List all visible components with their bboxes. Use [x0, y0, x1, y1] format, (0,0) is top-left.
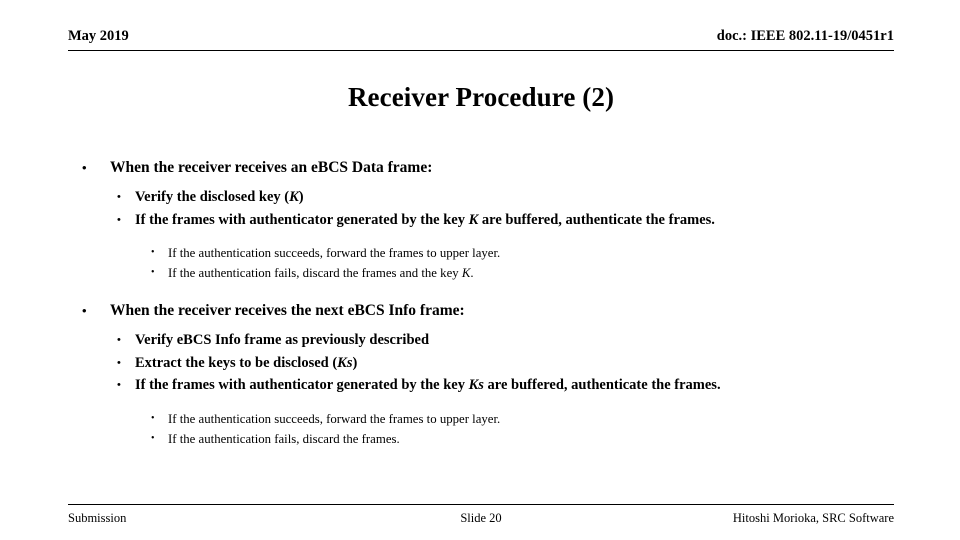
bullet-marker-icon: • — [117, 356, 121, 369]
bullet-level2: • Verify the disclosed key (K) — [68, 188, 894, 208]
bullet-level2-text: Extract the keys to be disclosed (Ks) — [135, 354, 358, 371]
slide-body: • When the receiver receives an eBCS Dat… — [68, 158, 894, 450]
bullet-level2-text: Verify eBCS Info frame as previously des… — [135, 332, 430, 348]
bullet-level3: • If the authentication fails, discard t… — [68, 430, 894, 448]
bullet-level2-text: If the frames with authenticator generat… — [135, 377, 721, 393]
slide-footer: Submission Slide 20 Hitoshi Morioka, SRC… — [68, 504, 894, 533]
footer-slide-number: Slide 20 — [460, 511, 502, 525]
bullet-marker-icon: • — [151, 247, 155, 258]
slide-title: Receiver Procedure (2) — [347, 82, 615, 112]
bullet-level2: • Verify eBCS Info frame as previously d… — [68, 331, 894, 351]
bullet-level1-text: When the receiver receives an eBCS Data … — [110, 159, 433, 176]
bullet-marker-icon: • — [117, 191, 121, 203]
slide-header: May 2019 doc.: IEEE 802.11-19/0451r1 — [68, 28, 894, 51]
bullet-group-2: • When the receiver receives the next eB… — [68, 301, 894, 448]
bullet-level3-text: If the authentication fails, discard the… — [168, 431, 400, 446]
bullet-marker-icon: • — [151, 432, 155, 444]
bullet-level2-text: Verify the disclosed key (K) — [135, 189, 304, 205]
bullet-marker-icon: • — [117, 334, 121, 346]
bullet-marker-icon: • — [117, 213, 121, 226]
bullet-level2: • Extract the keys to be disclosed (Ks) — [68, 354, 894, 374]
bullet-level1-text: When the receiver receives the next eBCS… — [110, 302, 465, 319]
bullet-level2: • If the frames with authenticator gener… — [68, 211, 894, 231]
bullet-level3: • If the authentication succeeds, forwar… — [68, 244, 894, 262]
header-document-id: doc.: IEEE 802.11-19/0451r1 — [716, 28, 894, 44]
bullet-level3: • If the authentication succeeds, forwar… — [68, 410, 894, 428]
footer-submission-label: Submission — [68, 511, 127, 525]
bullet-level3-text: If the authentication succeeds, forward … — [168, 246, 501, 260]
bullet-level3-text: If the authentication fails, discard the… — [168, 266, 474, 280]
bullet-marker-icon: • — [82, 303, 87, 318]
bullet-level2-text: If the frames with authenticator generat… — [135, 211, 715, 228]
bullet-level2: • If the frames with authenticator gener… — [68, 376, 894, 396]
footer-author: Hitoshi Morioka, SRC Software — [732, 511, 894, 525]
bullet-level3: • If the authentication fails, discard t… — [68, 264, 894, 282]
bullet-marker-icon: • — [151, 267, 155, 278]
bullet-level1: • When the receiver receives an eBCS Dat… — [68, 158, 894, 178]
bullet-marker-icon: • — [151, 412, 155, 424]
bullet-group-1: • When the receiver receives an eBCS Dat… — [68, 158, 894, 282]
bullet-marker-icon: • — [82, 160, 87, 175]
bullet-marker-icon: • — [117, 379, 121, 391]
header-date: May 2019 — [68, 28, 129, 44]
bullet-level1: • When the receiver receives the next eB… — [68, 301, 894, 321]
bullet-level3-text: If the authentication succeeds, forward … — [168, 411, 501, 426]
